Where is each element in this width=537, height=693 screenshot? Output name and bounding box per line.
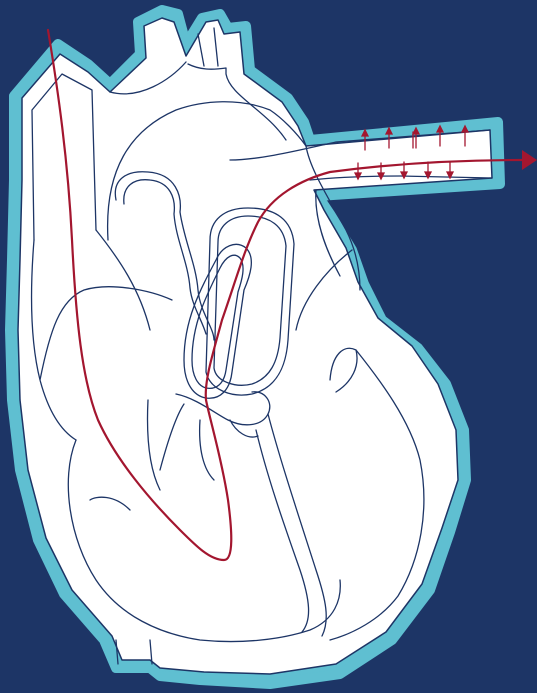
heart-diagram bbox=[0, 0, 537, 693]
